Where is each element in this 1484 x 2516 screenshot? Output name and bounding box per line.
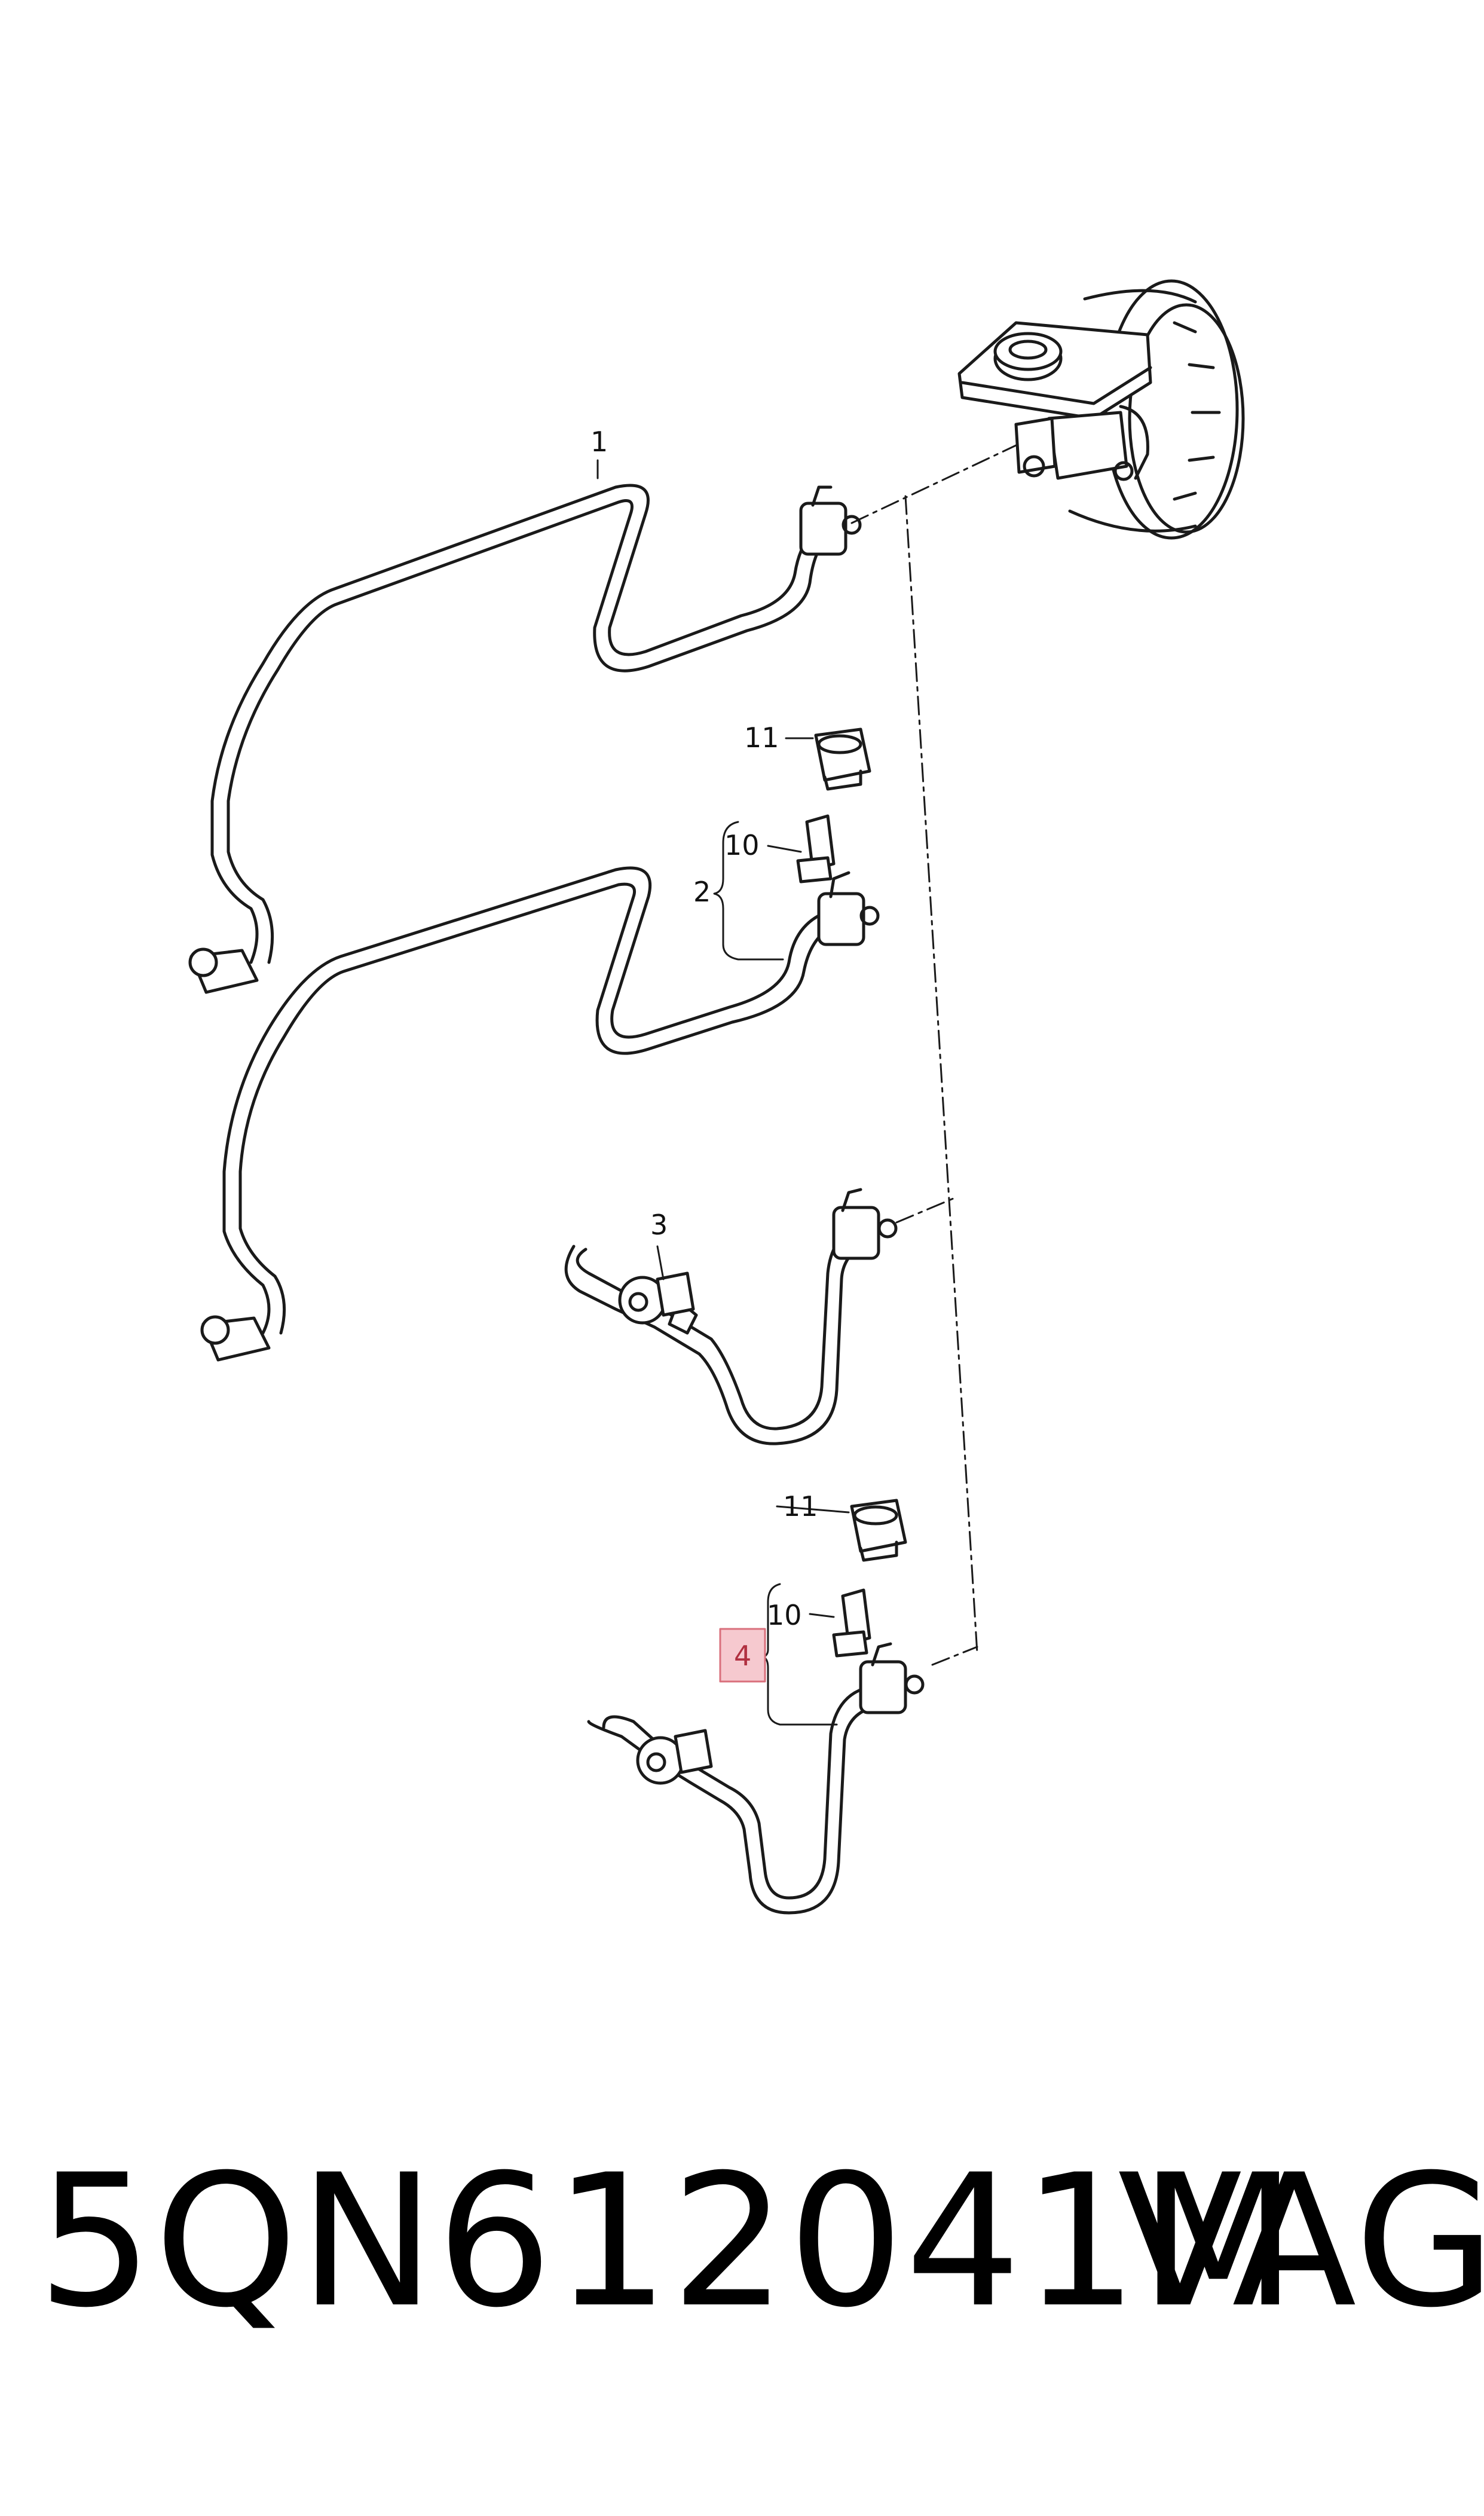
footer: 5QN612041M VAG (0, 2128, 1484, 2367)
callout-11-upper: 11 (744, 722, 779, 754)
brake-line-2 (200, 727, 880, 1362)
callout-1: 1 (590, 426, 608, 458)
callout-labels: 1 2 3 4 10 10 11 11 (590, 426, 818, 1672)
callout-3: 3 (650, 1209, 668, 1241)
brand-label: VAG (1118, 2135, 1484, 2347)
brake-booster-assembly (957, 279, 1245, 540)
callout-2: 2 (693, 876, 711, 908)
callout-leaders (596, 459, 850, 1726)
brake-line-3 (564, 1188, 898, 1445)
brake-line-1 (188, 484, 862, 994)
callout-10-lower: 10 (767, 1599, 802, 1631)
brake-line-4 (587, 1499, 925, 1915)
callout-4[interactable]: 4 (734, 1640, 751, 1672)
callout-11-lower: 11 (783, 1490, 818, 1523)
reference-lines (850, 444, 1017, 1666)
part-number: 5QN612041M (37, 2135, 1298, 2347)
callout-10-upper: 10 (724, 829, 760, 861)
